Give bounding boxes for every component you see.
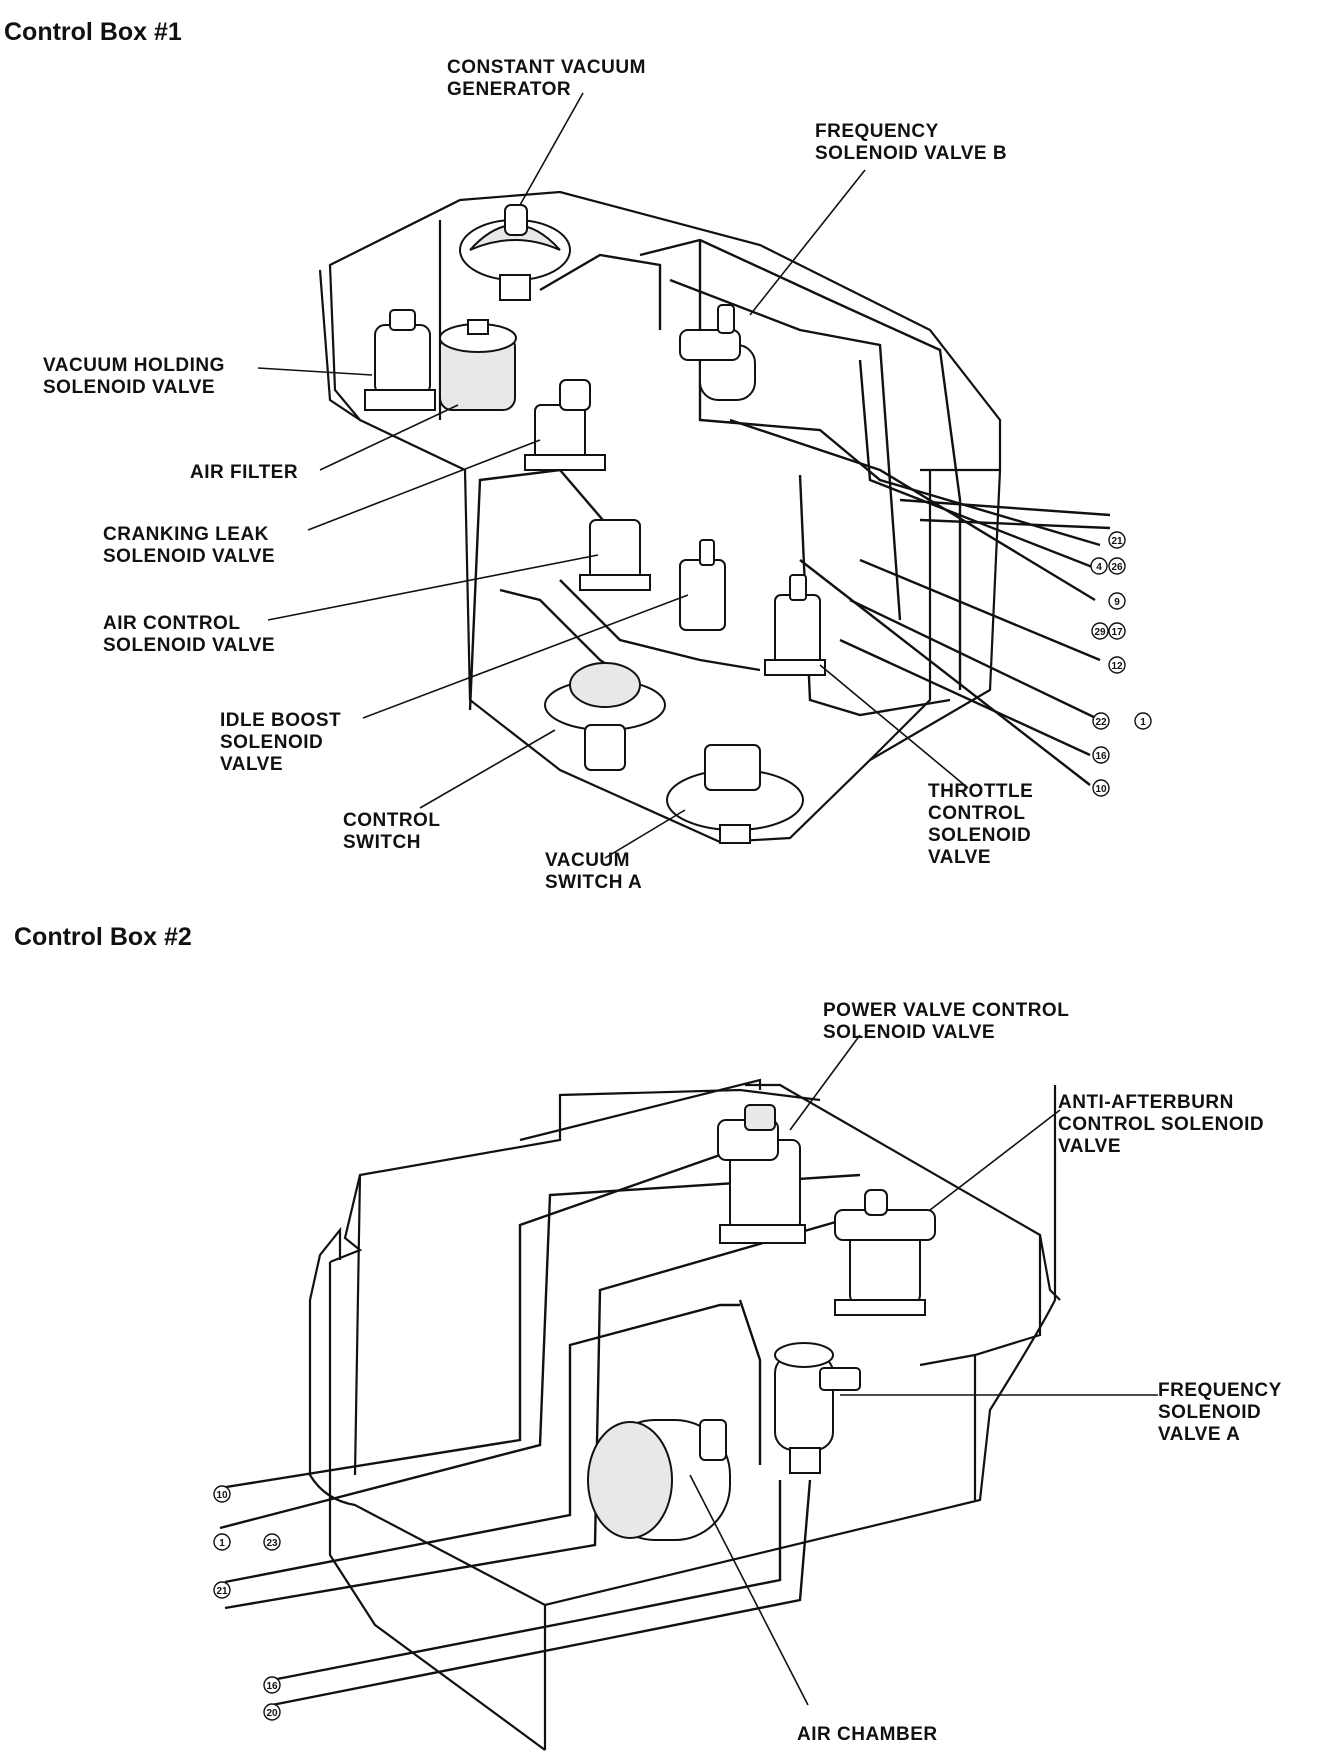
- control-box-2: Control Box #2: [14, 923, 1287, 1751]
- port-4: 4: [1090, 557, 1108, 575]
- anti-afterburn-control-solenoid-valve-part: [834, 1189, 936, 1316]
- air-filter-part: [439, 319, 517, 411]
- label-anti-afterburn-control-solenoid-valve: ANTI-AFTERBURN CONTROL SOLENOID VALVE: [1058, 1092, 1270, 1157]
- control-box-2-title: Control Box #2: [14, 923, 192, 951]
- svg-text:21: 21: [216, 1586, 228, 1597]
- svg-text:1: 1: [1140, 717, 1146, 728]
- svg-text:29: 29: [1094, 627, 1106, 638]
- svg-text:16: 16: [1095, 751, 1107, 762]
- label-air-control-solenoid-valve: AIR CONTROL SOLENOID VALVE: [103, 613, 275, 656]
- control-box-1: Control Box #1: [4, 18, 1152, 893]
- svg-text:10: 10: [216, 1490, 228, 1501]
- svg-text:17: 17: [1111, 627, 1123, 638]
- vacuum-holding-solenoid-valve-part: [364, 309, 436, 411]
- port-1: 1: [1134, 712, 1152, 730]
- port-23: 23: [263, 1533, 281, 1551]
- frequency-solenoid-valve-a-part: [774, 1342, 861, 1474]
- label-vacuum-switch-a: VACUUM SWITCH A: [545, 850, 642, 893]
- svg-text:1: 1: [219, 1538, 225, 1549]
- label-cranking-leak-solenoid-valve: CRANKING LEAK SOLENOID VALVE: [103, 524, 275, 567]
- label-vacuum-holding-solenoid-valve: VACUUM HOLDING SOLENOID VALVE: [43, 355, 231, 398]
- control-box-2-labels: POWER VALVE CONTROL SOLENOID VALVE ANTI-…: [797, 1000, 1287, 1745]
- throttle-control-solenoid-valve-part: [764, 574, 826, 676]
- control-box-1-labels: CONSTANT VACUUM GENERATOR FREQUENCY SOLE…: [43, 57, 1039, 893]
- air-chamber-part: [587, 1419, 731, 1541]
- control-box-2-ports: 10 1 23 21 16 20: [213, 1485, 281, 1721]
- control-switch-part: [544, 662, 666, 771]
- control-box-1-housing: [318, 190, 1002, 844]
- svg-text:12: 12: [1111, 661, 1123, 672]
- svg-text:23: 23: [266, 1538, 278, 1549]
- control-box-2-leaders: [689, 1034, 1158, 1706]
- svg-text:20: 20: [266, 1708, 278, 1719]
- idle-boost-solenoid-valve-part: [679, 539, 726, 631]
- label-air-chamber: AIR CHAMBER: [797, 1724, 938, 1745]
- control-box-1-leaders: [257, 92, 969, 859]
- port-22: 22: [1092, 712, 1110, 730]
- port-29: 29: [1091, 622, 1109, 640]
- port-12: 12: [1108, 656, 1126, 674]
- svg-text:21: 21: [1111, 536, 1123, 547]
- control-box-2-housing: [308, 1078, 1061, 1751]
- port-16: 16: [263, 1676, 281, 1694]
- vacuum-switch-a-part: [666, 744, 804, 844]
- port-26: 26: [1108, 557, 1126, 575]
- port-21: 21: [213, 1581, 231, 1599]
- label-control-switch: CONTROL SWITCH: [343, 810, 446, 853]
- frequency-solenoid-valve-b-part: [679, 304, 756, 401]
- port-16: 16: [1092, 746, 1110, 764]
- svg-text:9: 9: [1114, 597, 1120, 608]
- svg-text:10: 10: [1095, 784, 1107, 795]
- port-10: 10: [213, 1485, 231, 1503]
- cranking-leak-solenoid-valve-part: [524, 379, 606, 471]
- control-box-1-title: Control Box #1: [4, 18, 182, 46]
- power-valve-control-solenoid-valve-part: [717, 1104, 806, 1244]
- label-frequency-solenoid-valve-a: FREQUENCY SOLENOID VALVE A: [1158, 1380, 1287, 1445]
- label-air-filter: AIR FILTER: [190, 462, 298, 483]
- label-idle-boost-solenoid-valve: IDLE BOOST SOLENOID VALVE: [220, 710, 347, 775]
- control-box-2-hoses: [219, 1153, 861, 1707]
- label-throttle-control-solenoid-valve: THROTTLE CONTROL SOLENOID VALVE: [928, 781, 1039, 868]
- svg-text:16: 16: [266, 1681, 278, 1692]
- port-21: 21: [1108, 531, 1126, 549]
- port-17: 17: [1108, 622, 1126, 640]
- label-frequency-solenoid-valve-b: FREQUENCY SOLENOID VALVE B: [815, 121, 1007, 164]
- air-control-solenoid-valve-part: [579, 519, 651, 591]
- constant-vacuum-generator-part: [459, 204, 571, 301]
- label-constant-vacuum-generator: CONSTANT VACUUM GENERATOR: [447, 57, 652, 100]
- svg-text:4: 4: [1096, 562, 1102, 573]
- control-box-1-ports: 21 4 26 9 17 29 12 22 1 16 10: [1090, 531, 1152, 797]
- port-1: 1: [213, 1533, 231, 1551]
- svg-text:26: 26: [1111, 562, 1123, 573]
- svg-text:22: 22: [1095, 717, 1107, 728]
- label-power-valve-control-solenoid-valve: POWER VALVE CONTROL SOLENOID VALVE: [823, 1000, 1075, 1043]
- port-9: 9: [1108, 592, 1126, 610]
- port-10: 10: [1092, 779, 1110, 797]
- port-20: 20: [263, 1703, 281, 1721]
